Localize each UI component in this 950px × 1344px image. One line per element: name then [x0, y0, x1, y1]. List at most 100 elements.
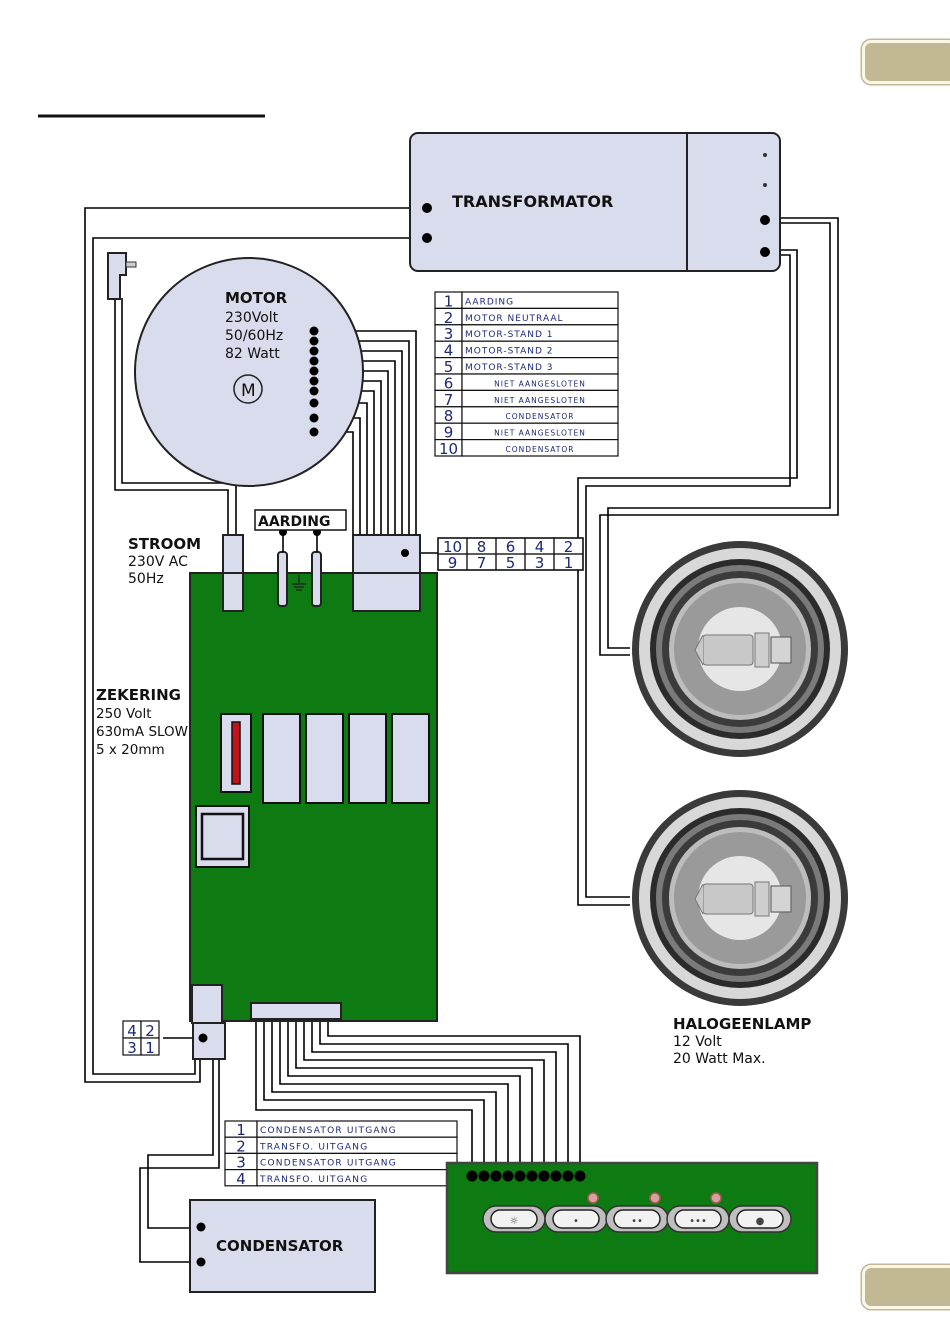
aarding-label: AARDING	[258, 514, 331, 530]
motor-pin	[309, 427, 319, 437]
motor-symbol-icon	[233, 374, 263, 404]
panel-pin	[574, 1170, 586, 1182]
pin-label: CONDENSATOR	[505, 445, 574, 454]
motor: MOTOR 230Volt 50/60Hz 82 Watt M	[134, 257, 364, 487]
halogen-lamp	[632, 541, 848, 757]
aarding-terminal	[311, 551, 322, 607]
fuse	[220, 713, 252, 793]
pin-number: 9	[444, 424, 454, 442]
motor-pin	[309, 366, 319, 376]
connector-pin-number: 10	[443, 538, 462, 556]
halogen-bulb-icon	[694, 881, 792, 917]
pin-label: MOTOR NEUTRAAL	[465, 314, 564, 324]
motor-pin	[309, 346, 319, 356]
halogen-lamp	[632, 790, 848, 1006]
motor-spec-voltage: 230Volt	[225, 310, 279, 326]
pin-label: TRANSFO. UITGANG	[259, 1142, 368, 1152]
condensator-label: CONDENSATOR	[216, 1237, 344, 1255]
pin-label: MOTOR-STAND 3	[465, 363, 554, 373]
pin-label: NIET AANGESLOTEN	[494, 429, 586, 438]
panel-pin	[514, 1170, 526, 1182]
pin-number: 8	[444, 407, 454, 425]
zekering-spec-size: 5 x 20mm	[96, 742, 165, 758]
small-grid-pin-number: 4	[127, 1022, 137, 1040]
panel-pin	[490, 1170, 502, 1182]
button-glyph-icon: ••	[631, 1216, 643, 1227]
pin-number: 5	[444, 358, 454, 376]
table-row: 7 NIET AANGESLOTEN	[434, 389, 619, 409]
motor-symbol: M	[241, 381, 256, 401]
button-glyph-icon: ●	[756, 1216, 765, 1227]
relay	[262, 713, 301, 804]
motor-spec-frequency: 50/60Hz	[225, 328, 283, 344]
motor-pin	[309, 336, 319, 346]
transformator-label: TRANSFORMATOR	[452, 192, 613, 211]
led-indicator	[710, 1192, 722, 1204]
halogen-bulb-icon	[694, 632, 792, 668]
halogeenlamp-title: HALOGEENLAMP	[673, 1015, 811, 1033]
page-tab-top	[862, 40, 950, 84]
zekering-spec-current: 630mA SLOW	[96, 724, 188, 740]
button-glyph-icon: ☼	[510, 1216, 519, 1227]
pcb-board	[189, 528, 438, 1060]
panel-button-speed-2[interactable]: ••	[605, 1205, 669, 1233]
connector-pin-number: 4	[535, 538, 545, 556]
control-panel: ☼••••••●	[445, 1161, 819, 1275]
stroom-spec-frequency: 50Hz	[128, 571, 164, 587]
condensator: CONDENSATOR	[189, 1199, 376, 1293]
panel-pin	[562, 1170, 574, 1182]
motor-pin	[309, 398, 319, 408]
led-indicator	[587, 1192, 599, 1204]
transformator: TRANSFORMATOR	[409, 132, 781, 272]
pin-label: CONDENSATOR UITGANG	[260, 1159, 397, 1169]
panel-button-speed-3[interactable]: •••	[666, 1205, 730, 1233]
ground-icon	[292, 575, 306, 591]
pin-number: 4	[444, 342, 454, 360]
pin-number: 2	[236, 1137, 246, 1155]
connector-pin-number: 2	[564, 538, 574, 556]
motor-pin	[309, 376, 319, 386]
button-glyph-icon: •	[573, 1216, 579, 1227]
motor-pin	[309, 413, 319, 423]
connector-pin-number: 1	[564, 554, 574, 572]
stroom-title: STROOM	[128, 535, 201, 553]
panel-pin	[466, 1170, 478, 1182]
panel-button-power[interactable]: ●	[728, 1205, 792, 1233]
connector-pin-number: 7	[477, 554, 487, 572]
page-tab-bottom	[862, 1265, 950, 1309]
table-row: 10 CONDENSATOR	[434, 439, 619, 458]
pin-number: 7	[444, 391, 454, 409]
aarding-label-box: AARDING	[254, 509, 347, 531]
pin-number: 1	[236, 1121, 246, 1139]
panel-button-light[interactable]: ☼	[482, 1205, 546, 1233]
pin-label: NIET AANGESLOTEN	[494, 379, 586, 388]
condensator-connector	[191, 984, 223, 1024]
power-plug-icon	[107, 252, 137, 300]
pin-label: MOTOR-STAND 2	[465, 347, 554, 357]
panel-pin	[478, 1170, 490, 1182]
pin-number: 10	[439, 440, 458, 458]
table-row: 5 MOTOR-STAND 3	[434, 357, 619, 376]
motor-spec-power: 82 Watt	[225, 346, 280, 362]
small-grid-pin-number: 3	[127, 1039, 137, 1057]
connector-pin-number: 9	[448, 554, 458, 572]
panel-button-speed-1[interactable]: •	[544, 1205, 608, 1233]
table-row: 9 NIET AANGESLOTEN	[434, 422, 619, 442]
stroom-connector	[222, 534, 244, 574]
wires	[84, 207, 839, 1263]
pin-label: MOTOR-STAND 1	[465, 330, 554, 340]
table-row: 4 MOTOR-STAND 2	[434, 340, 619, 360]
pin-label: NIET AANGESLOTEN	[494, 396, 586, 405]
aarding-terminal	[277, 551, 288, 607]
motor-title: MOTOR	[225, 289, 288, 307]
